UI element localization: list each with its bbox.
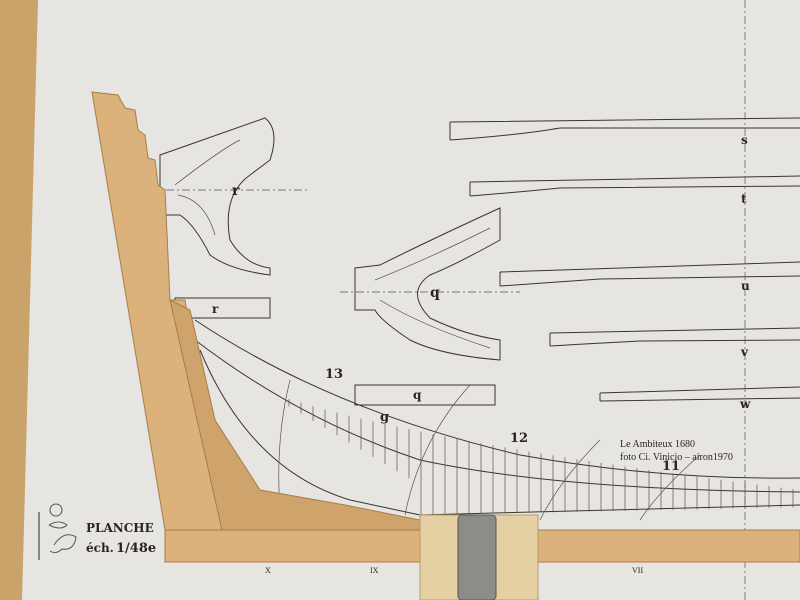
station-12: 12: [510, 431, 528, 446]
roman-mark-x: X: [265, 566, 271, 575]
label-g: g: [380, 410, 389, 425]
label-r-plan: r: [212, 302, 219, 316]
roman-mark-ix: IX: [370, 566, 379, 575]
label-r-frame: r: [232, 183, 240, 199]
plate-emblem: [38, 503, 77, 560]
station-13: 13: [325, 367, 343, 382]
plate-scale-prefix: éch.: [86, 541, 114, 555]
label-t: t: [741, 192, 747, 206]
roman-mark-vii: VII: [632, 566, 643, 575]
hull-profile-drawing: r q g 13 12 11: [174, 297, 800, 521]
label-q-frame: q: [430, 285, 440, 301]
frame-q-drawing: q: [340, 207, 520, 361]
label-v: v: [740, 345, 749, 359]
plate-title: PLANCHE: [86, 521, 154, 535]
watermark-line-2: foto Ci. Vinicio – airon1970: [620, 452, 733, 463]
label-w: w: [739, 397, 751, 411]
label-s: s: [741, 133, 748, 147]
label-u: u: [741, 279, 750, 293]
station-11: 11: [662, 459, 680, 474]
watermark-line-1: Le Ambiteux 1680: [620, 439, 695, 450]
frame-r-drawing: r: [150, 117, 310, 276]
plate-scale-value: 1/48e: [116, 541, 156, 556]
profile-strips: s t u v w: [449, 0, 800, 600]
clamp-metal: [457, 514, 497, 600]
label-q-plan: q: [413, 388, 422, 402]
